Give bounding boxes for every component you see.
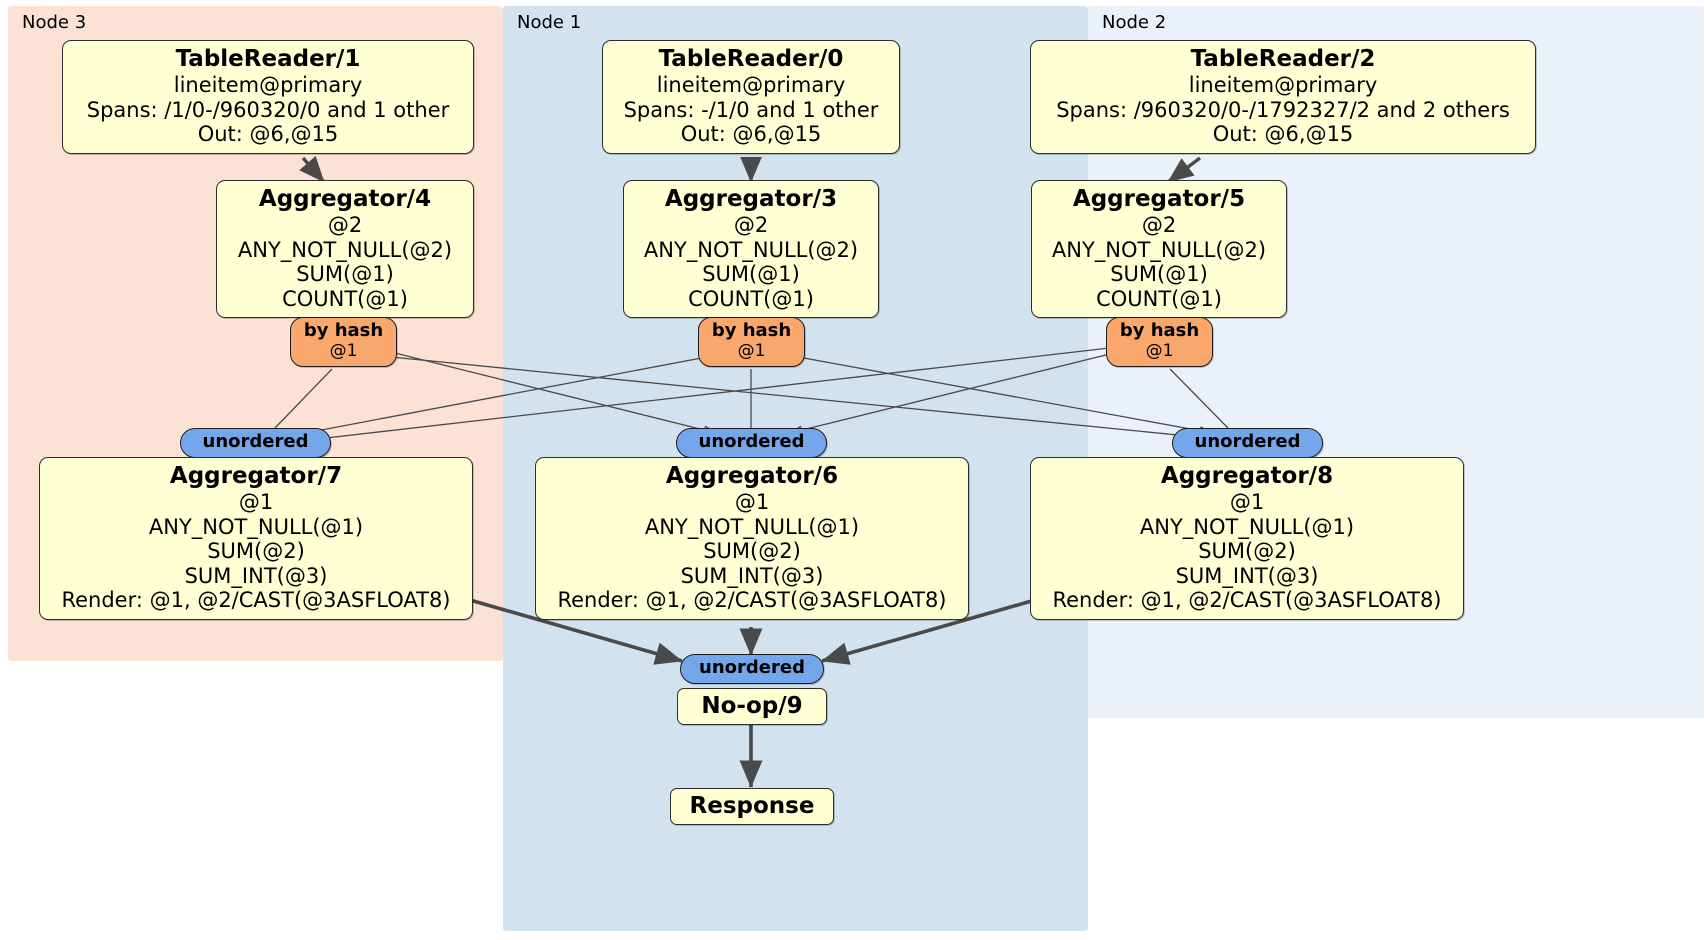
- router-by-hash-right[interactable]: by hash @1: [1106, 317, 1213, 367]
- processor-line: @1: [1229, 490, 1265, 515]
- processor-aggregator-5[interactable]: Aggregator/5 @2 ANY_NOT_NULL(@2) SUM(@1)…: [1031, 180, 1287, 319]
- processor-line: lineitem@primary: [656, 73, 846, 98]
- processor-line: Out: @6,@15: [197, 122, 339, 147]
- processor-line: @2: [733, 213, 769, 238]
- processor-line: ANY_NOT_NULL(@1): [644, 514, 860, 539]
- node-panel-label-node1: Node 1: [517, 12, 582, 33]
- processor-table-reader-0[interactable]: TableReader/0 lineitem@primary Spans: -/…: [602, 40, 900, 154]
- processor-line: Out: @6,@15: [680, 122, 822, 147]
- processor-line: ANY_NOT_NULL(@2): [237, 237, 453, 262]
- processor-line: SUM(@2): [1198, 539, 1296, 564]
- synchronizer-unordered-mid[interactable]: unordered: [676, 428, 827, 458]
- router-sublabel: @1: [329, 340, 358, 361]
- processor-line: Spans: /960320/0-/1792327/2 and 2 others: [1056, 97, 1510, 122]
- processor-line: SUM_INT(@3): [184, 563, 328, 588]
- processor-line: lineitem@primary: [1188, 73, 1378, 98]
- processor-line: COUNT(@1): [282, 286, 408, 311]
- processor-line: ANY_NOT_NULL(@2): [1051, 237, 1267, 262]
- processor-title: Aggregator/4: [258, 186, 432, 212]
- processor-aggregator-3[interactable]: Aggregator/3 @2 ANY_NOT_NULL(@2) SUM(@1)…: [623, 180, 879, 319]
- node-panel-label-node3: Node 3: [22, 12, 87, 33]
- processor-line: @1: [734, 490, 770, 515]
- router-by-hash-mid[interactable]: by hash @1: [698, 317, 805, 367]
- processor-line: SUM(@1): [296, 262, 394, 287]
- processor-line: lineitem@primary: [173, 73, 363, 98]
- processor-title: Aggregator/8: [1160, 463, 1334, 489]
- processor-line: Spans: /1/0-/960320/0 and 1 other: [86, 97, 450, 122]
- processor-line: SUM_INT(@3): [680, 563, 824, 588]
- router-label: by hash: [711, 320, 792, 341]
- processor-table-reader-2[interactable]: TableReader/2 lineitem@primary Spans: /9…: [1030, 40, 1536, 154]
- router-label: by hash: [303, 320, 384, 341]
- processor-line: Render: @1, @2/CAST(@3ASFLOAT8): [61, 588, 451, 613]
- processor-aggregator-6[interactable]: Aggregator/6 @1 ANY_NOT_NULL(@1) SUM(@2)…: [535, 457, 969, 620]
- processor-line: Render: @1, @2/CAST(@3ASFLOAT8): [557, 588, 947, 613]
- processor-noop-9[interactable]: No-op/9: [677, 688, 827, 725]
- processor-title: TableReader/2: [1190, 46, 1376, 72]
- processor-line: Render: @1, @2/CAST(@3ASFLOAT8): [1052, 588, 1442, 613]
- processor-title: Response: [689, 793, 815, 819]
- processor-line: ANY_NOT_NULL(@1): [148, 514, 364, 539]
- synchronizer-label: unordered: [202, 431, 309, 452]
- router-sublabel: @1: [737, 340, 766, 361]
- processor-line: @2: [1141, 213, 1177, 238]
- processor-aggregator-7[interactable]: Aggregator/7 @1 ANY_NOT_NULL(@1) SUM(@2)…: [39, 457, 473, 620]
- processor-line: ANY_NOT_NULL(@2): [643, 237, 859, 262]
- processor-aggregator-8[interactable]: Aggregator/8 @1 ANY_NOT_NULL(@1) SUM(@2)…: [1030, 457, 1464, 620]
- processor-title: No-op/9: [701, 693, 803, 719]
- synchronizer-label: unordered: [698, 431, 805, 452]
- processor-title: TableReader/0: [658, 46, 844, 72]
- processor-line: SUM_INT(@3): [1175, 563, 1319, 588]
- processor-line: SUM(@2): [207, 539, 305, 564]
- node-panel-label-node2: Node 2: [1102, 12, 1167, 33]
- processor-aggregator-4[interactable]: Aggregator/4 @2 ANY_NOT_NULL(@2) SUM(@1)…: [216, 180, 474, 319]
- processor-line: SUM(@1): [702, 262, 800, 287]
- processor-line: @2: [327, 213, 363, 238]
- synchronizer-label: unordered: [699, 657, 805, 678]
- processor-response[interactable]: Response: [670, 788, 834, 825]
- router-label: by hash: [1119, 320, 1200, 341]
- processor-line: Spans: -/1/0 and 1 other: [623, 97, 879, 122]
- synchronizer-unordered-left[interactable]: unordered: [180, 428, 331, 458]
- synchronizer-unordered-right[interactable]: unordered: [1172, 428, 1323, 458]
- processor-line: @1: [238, 490, 274, 515]
- synchronizer-unordered-final[interactable]: unordered: [680, 654, 824, 684]
- processor-line: SUM(@1): [1110, 262, 1208, 287]
- processor-line: SUM(@2): [703, 539, 801, 564]
- processor-line: COUNT(@1): [1096, 286, 1222, 311]
- processor-line: Out: @6,@15: [1212, 122, 1354, 147]
- synchronizer-label: unordered: [1194, 431, 1301, 452]
- processor-title: Aggregator/3: [664, 186, 838, 212]
- processor-table-reader-1[interactable]: TableReader/1 lineitem@primary Spans: /1…: [62, 40, 474, 154]
- processor-title: Aggregator/7: [169, 463, 343, 489]
- processor-title: TableReader/1: [175, 46, 361, 72]
- router-by-hash-left[interactable]: by hash @1: [290, 317, 397, 367]
- processor-line: ANY_NOT_NULL(@1): [1139, 514, 1355, 539]
- processor-title: Aggregator/5: [1072, 186, 1246, 212]
- processor-title: Aggregator/6: [665, 463, 839, 489]
- processor-line: COUNT(@1): [688, 286, 814, 311]
- router-sublabel: @1: [1145, 340, 1174, 361]
